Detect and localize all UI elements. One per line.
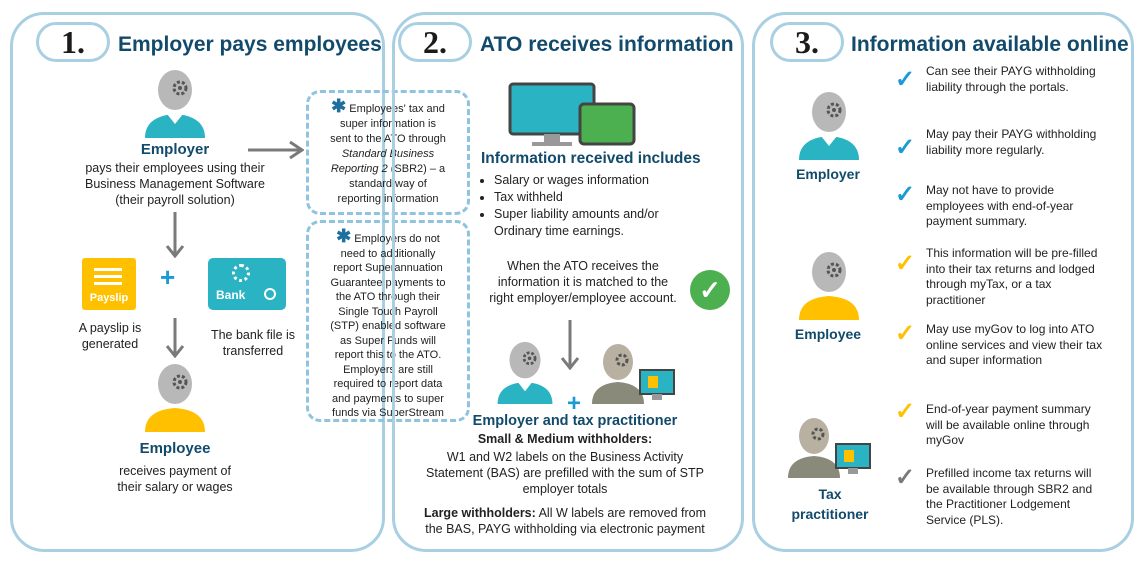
plus-sign: + [160,262,176,292]
panel2-number-badge: 2. [398,22,472,62]
employer-person-icon [497,341,553,404]
large-withholders-text: Large withholders: All W labels are remo… [423,506,707,536]
payslip-desc: A payslip is generated [78,321,142,351]
superstream-note-text: ✱ Employers do not need to additionally … [330,226,446,419]
asterisk-icon: ✱ [331,96,347,116]
sbr2-note-text: ✱ Employees' tax and super information i… [330,96,446,205]
small-withholders-heading: Small & Medium withholders: [477,432,653,446]
check-icon: ✓ [895,181,916,208]
employer-person-icon [799,92,859,160]
panel1-number-badge: 1. [36,22,110,62]
list-item: Tax withheld [494,189,699,206]
asterisk-icon: ✱ [336,226,352,246]
panel3-title: Information available online [851,33,1129,56]
computer-devices-icon [508,82,636,146]
check-icon: ✓ [895,398,916,425]
tax-practitioner-icon [788,418,871,478]
panel1-employer-label: Employer [140,141,210,158]
bank-icon: Bank [208,258,286,310]
tax-practitioner-icon [592,344,675,404]
down-arrow-icon [560,320,580,370]
panel1-title: Employer pays employees [118,33,382,56]
check-icon: ✓ [895,250,916,277]
panel-ato-receives [392,12,744,552]
check-icon: ✓ [895,320,916,347]
ep-heading: Employer and tax practitioner [472,413,678,429]
employee-person-icon [145,364,205,432]
bank-desc: The bank file is transferred [210,328,296,358]
sbr2-note-box: ✱ Employees' tax and super information i… [306,90,470,215]
list-item: May pay their PAYG withholding liability… [926,127,1097,157]
down-arrow-icon [165,212,185,258]
list-item: May not have to provide employees with e… [926,183,1074,228]
panel3-number-badge: 3. [770,22,844,62]
panel3-tax-practitioner-label: Tax practitioner [791,486,869,522]
panel1-employee-label: Employee [139,440,211,457]
list-item: May use myGov to log into ATO online ser… [926,322,1103,367]
check-icon: ✓ [895,66,916,93]
info-list: Salary or wages information Tax withheld… [478,172,699,240]
check-icon: ✓ [895,464,916,491]
small-withholders-text: W1 and W2 labels on the Business Activit… [426,450,704,496]
list-item: Salary or wages information [494,172,699,189]
plus-sign: + [567,390,582,417]
list-item: End-of-year payment summary will be avai… [926,402,1091,447]
list-item: Super liability amounts and/or Ordinary … [494,206,699,240]
list-item: Can see their PAYG withholding liability… [926,64,1096,94]
match-text: When the ATO receives the information it… [489,259,677,305]
payslip-icon: Payslip [82,258,136,310]
panel1-employer-desc: pays their employees using their Busines… [85,161,265,207]
superstream-note-box: ✱ Employers do not need to additionally … [306,220,470,422]
list-item: This information will be pre-filled into… [926,246,1098,307]
panel-employer-pays [10,12,385,552]
checkmark-circle-icon: ✓ [690,270,730,310]
down-arrow-icon [165,318,185,358]
panel-info-online [752,12,1134,552]
check-icon: ✓ [895,134,916,161]
panel3-employee-label: Employee [794,326,862,342]
employee-person-icon [799,252,859,320]
panel3-employer-label: Employer [796,166,860,182]
employer-person-icon [145,70,205,138]
right-arrow-icon [248,140,304,160]
info-heading: Information received includes [481,150,701,167]
panel1-employee-desc: receives payment of their salary or wage… [117,464,233,494]
panel2-title: ATO receives information [480,33,734,56]
list-item: Prefilled income tax returns will be ava… [926,466,1093,527]
